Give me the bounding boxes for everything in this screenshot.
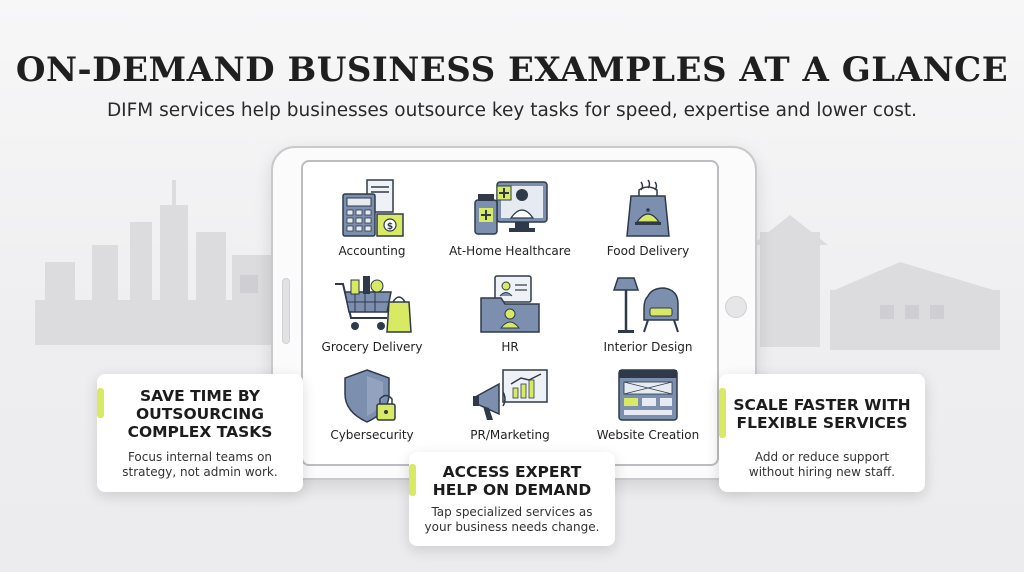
lamp-armchair-icon bbox=[612, 277, 679, 333]
benefit-description: Tap specialized services as your busines… bbox=[424, 505, 600, 534]
service-label: At-Home Healthcare bbox=[449, 244, 571, 258]
service-label: PR/Marketing bbox=[470, 428, 550, 442]
benefit-description: Focus internal teams on strategy, not ad… bbox=[122, 450, 278, 479]
service-tile-cybersecurity: Cybersecurity bbox=[303, 368, 441, 442]
service-label: Interior Design bbox=[603, 340, 693, 354]
service-label: Food Delivery bbox=[606, 244, 690, 258]
tablet-frame: $ Accounting At-Home Healthcare bbox=[271, 146, 757, 480]
accent-bar bbox=[409, 464, 416, 496]
benefit-description: Add or reduce support without hiring new… bbox=[748, 450, 896, 479]
web-layout-icon bbox=[618, 369, 678, 421]
benefit-card-scale-faster: SCALE FASTER WITH FLEXIBLE SERVICES Add … bbox=[719, 374, 925, 492]
benefit-card-expert-help: ACCESS EXPERT HELP ON DEMAND Tap special… bbox=[409, 452, 615, 546]
service-label: Grocery Delivery bbox=[321, 340, 423, 354]
shield-lock-icon bbox=[344, 369, 396, 423]
service-label: Website Creation bbox=[596, 428, 700, 442]
shopping-cart-icon bbox=[335, 276, 412, 333]
people-folder-icon bbox=[480, 275, 540, 333]
calculator-money-icon: $ bbox=[342, 179, 404, 237]
service-label: Accounting bbox=[338, 244, 406, 258]
benefit-title: ACCESS EXPERT HELP ON DEMAND bbox=[432, 463, 592, 499]
doctor-monitor-icon bbox=[474, 181, 548, 235]
tablet-screen: $ Accounting At-Home Healthcare bbox=[301, 160, 719, 466]
service-tile-healthcare: At-Home Healthcare bbox=[441, 178, 579, 258]
tablet-home-button bbox=[725, 296, 747, 318]
accent-bar bbox=[719, 388, 726, 438]
service-tile-pr-marketing: PR/Marketing bbox=[441, 368, 579, 442]
food-bag-icon bbox=[626, 179, 670, 237]
service-tile-grocery-delivery: Grocery Delivery bbox=[303, 274, 441, 354]
service-label: HR bbox=[501, 340, 519, 354]
benefit-card-save-time: SAVE TIME BY OUTSOURCING COMPLEX TASKS F… bbox=[97, 374, 303, 492]
service-tile-food-delivery: Food Delivery bbox=[579, 178, 717, 258]
service-tile-accounting: $ Accounting bbox=[303, 178, 441, 258]
megaphone-chart-icon bbox=[473, 369, 548, 420]
svg-text:$: $ bbox=[387, 222, 393, 232]
benefit-title: SAVE TIME BY OUTSOURCING COMPLEX TASKS bbox=[127, 387, 273, 441]
page-subtitle: DIFM services help businesses outsource … bbox=[106, 100, 918, 121]
service-tile-website-creation: Website Creation bbox=[579, 368, 717, 442]
service-tile-hr: HR bbox=[441, 274, 579, 354]
benefit-title: SCALE FASTER WITH FLEXIBLE SERVICES bbox=[733, 396, 911, 432]
accent-bar bbox=[97, 388, 104, 418]
page-title: ON-DEMAND BUSINESS EXAMPLES AT A GLANCE bbox=[15, 50, 1009, 90]
tablet-side-indicator bbox=[282, 278, 290, 344]
service-tile-interior-design: Interior Design bbox=[579, 274, 717, 354]
service-label: Cybersecurity bbox=[330, 428, 414, 442]
